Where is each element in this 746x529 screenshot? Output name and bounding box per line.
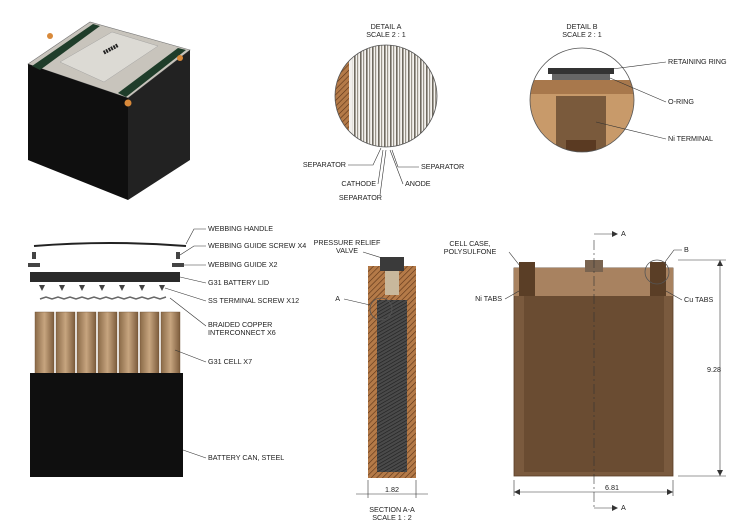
detail-b-marker-circle — [644, 259, 670, 285]
label-o-ring: O-RING — [668, 97, 694, 106]
label-webbing-handle: WEBBING HANDLE — [208, 224, 273, 233]
pressure-relief-valve-shape — [380, 257, 404, 271]
battery-front-face — [28, 64, 128, 200]
label-cell: G31 CELL X7 — [208, 357, 252, 366]
detail-a: DETAIL A SCALE 2 : 1 SEPARATOR CATHODE S… — [303, 22, 464, 202]
label-separator-left: SEPARATOR — [303, 160, 346, 169]
terminal-screws — [39, 285, 165, 291]
cell-front-view: A A B CELL CASE, POLYSULFONE Ni TABS Cu … — [444, 229, 726, 512]
marker-detail-b: B — [684, 245, 689, 254]
label-cathode: CATHODE — [341, 179, 376, 188]
label-webbing-guide-screw: WEBBING GUIDE SCREW X4 — [208, 241, 306, 250]
detail-b-scale: SCALE 2 : 1 — [562, 30, 602, 39]
dim-cell-height: 9.28 — [707, 365, 721, 374]
label-ni-terminal: Ni TERMINAL — [668, 134, 713, 143]
detail-a-circle — [334, 44, 438, 148]
detail-a-title: DETAIL A — [371, 22, 402, 31]
cu-tab-shape — [650, 262, 666, 296]
marker-detail-a: A — [335, 294, 340, 303]
battery-lid-label — [59, 31, 159, 83]
detail-a-scale: SCALE 2 : 1 — [366, 30, 406, 39]
o-ring-shape — [552, 74, 610, 80]
detail-b-title: DETAIL B — [566, 22, 597, 31]
section-marker-top: A — [621, 229, 626, 238]
exploded-view: WEBBING HANDLE WEBBING GUIDE SCREW X4 WE… — [28, 224, 306, 477]
label-retaining-ring: RETAINING RING — [668, 57, 727, 66]
detail-a-marker-circle — [369, 297, 393, 321]
label-pressure-relief-2: VALVE — [336, 246, 358, 255]
section-aa-scale: SCALE 1 : 2 — [372, 513, 412, 522]
label-battery-can: BATTERY CAN, STEEL — [208, 453, 284, 462]
detail-b-circle — [529, 47, 635, 153]
label-terminal-screw: SS TERMINAL SCREW X12 — [208, 296, 299, 305]
section-marker-bottom: A — [621, 503, 626, 512]
label-separator-bottom: SEPARATOR — [339, 193, 382, 202]
dim-section-width: 1.82 — [385, 485, 399, 494]
webbing-strap-left — [32, 24, 100, 70]
guide-screws — [28, 252, 184, 267]
ni-tab-shape — [519, 262, 535, 296]
label-cu-tabs: Cu TABS — [684, 295, 713, 304]
electrode-coil-shape — [377, 300, 407, 472]
label-interconnect-2: INTERCONNECT X6 — [208, 328, 276, 337]
label-anode: ANODE — [405, 179, 431, 188]
electrode-stack — [352, 45, 437, 147]
label-separator-right: SEPARATOR — [421, 162, 464, 171]
detail-b: DETAIL B SCALE 2 : 1 RETAINING RING O-RI… — [529, 22, 727, 153]
terminal-orange-front — [124, 99, 132, 107]
webbing-strap-right — [118, 48, 186, 97]
label-interconnect-1: BRAIDED COPPER — [208, 320, 272, 329]
braided-interconnect-shape — [39, 296, 167, 300]
retaining-ring-shape — [548, 68, 614, 74]
battery-side-face — [128, 50, 190, 200]
battery-isometric-view: ▮▮▮▮▮▮ — [27, 21, 191, 200]
label-cell-case-1: CELL CASE, — [449, 239, 490, 248]
terminal-orange-left — [47, 33, 53, 39]
label-battery-lid: G31 BATTERY LID — [208, 278, 269, 287]
label-cell-case-2: POLYSULFONE — [444, 247, 497, 256]
dim-cell-width: 6.81 — [605, 483, 619, 492]
webbing-handle-shape — [33, 242, 187, 247]
terminal-orange-right — [177, 55, 183, 61]
battery-lid-shape — [30, 272, 180, 282]
section-aa-view: A PRESSURE RELIEF VALVE 1.82 SECTION A-A… — [314, 238, 428, 522]
section-aa-title: SECTION A-A — [369, 505, 415, 514]
g31-cells — [34, 311, 181, 377]
label-webbing-guide: WEBBING GUIDE X2 — [208, 260, 278, 269]
label-pressure-relief-1: PRESSURE RELIEF — [314, 238, 381, 247]
label-ni-tabs: Ni TABS — [475, 294, 502, 303]
battery-can-shape — [30, 373, 183, 477]
